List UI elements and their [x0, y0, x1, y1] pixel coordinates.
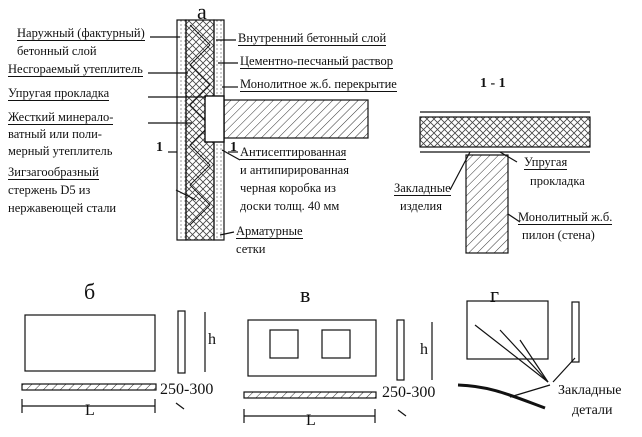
label-fireproof: Несгораемый утеплитель: [8, 62, 143, 77]
label-slab: Монолитное ж.б. перекрытие: [240, 77, 397, 92]
panel-b-face: [24, 314, 156, 372]
panel-g: [457, 300, 580, 410]
label-section-elastic-2: прокладка: [530, 174, 585, 188]
panel-v-bottom: [243, 391, 377, 399]
label-section-elastic-1: Упругая: [524, 155, 568, 170]
panel-letter-b: б: [84, 279, 96, 304]
label-inner-layer: Внутренний бетонный слой: [238, 31, 387, 46]
dim-h-v: h: [420, 341, 428, 358]
panel-v: [243, 319, 433, 423]
panel-b: [21, 310, 206, 413]
label-rigid-1: Жесткий минерало-: [8, 110, 114, 125]
label-antiseptic-4: доски толщ. 40 мм: [240, 199, 340, 213]
section-title: 1 - 1: [480, 76, 506, 91]
label-section-pylon-2: пилон (стена): [522, 228, 595, 242]
label-zigzag-3: нержавеющей стали: [8, 201, 117, 215]
black-box: [204, 95, 225, 143]
label-section-embedded-2: изделия: [400, 199, 442, 213]
panel-letter-v: в: [300, 282, 311, 307]
label-rigid-2: ватный или поли-: [8, 127, 102, 141]
label-rigid-3: мерный утеплитель: [8, 144, 113, 158]
label-antiseptic-1: Антисептированная: [240, 145, 347, 160]
section-panel: [419, 116, 591, 148]
label-antiseptic-2: и антипирированная: [240, 163, 349, 177]
label-zigzag-1: Зигзагообразный: [8, 165, 99, 180]
dim-L-b: L: [85, 402, 95, 419]
dim-thickness-b: 250-300: [160, 381, 214, 398]
label-rebar-2: сетки: [236, 242, 266, 256]
dim-L-v: L: [306, 412, 316, 429]
panel-g-side: [571, 301, 580, 363]
panel-letter-a: а: [197, 0, 207, 24]
panel-g-curved: [457, 383, 546, 410]
label-outer-layer-2: бетонный слой: [17, 44, 97, 58]
panel-v-side: [396, 319, 405, 381]
panel-b-bottom: [21, 383, 157, 391]
panel-v-face: [247, 319, 377, 377]
label-section-pylon-1: Монолитный ж.б.: [518, 210, 613, 225]
monolithic-slab: [223, 99, 369, 139]
panel-v-window-1: [269, 329, 299, 359]
label-section-embedded-1: Закладные: [394, 181, 451, 196]
label-rebar-1: Арматурные: [236, 224, 303, 239]
panel-letter-g: г: [490, 282, 500, 307]
label-embedded-details-2: детали: [572, 403, 613, 418]
dim-h-b: h: [208, 331, 216, 348]
panel-v-window-2: [321, 329, 351, 359]
section-marker-right: 1: [230, 140, 237, 155]
label-zigzag-2: стержень D5 из: [8, 183, 91, 197]
panel-g-face: [466, 300, 549, 360]
section-marker-left: 1: [156, 140, 163, 155]
label-outer-layer: Наружный (фактурный): [17, 26, 145, 41]
section-1-1: [419, 111, 591, 254]
label-elastic-gasket: Упругая прокладка: [8, 86, 110, 101]
label-antiseptic-3: черная коробка из: [240, 181, 336, 195]
detail-a: [148, 19, 369, 241]
pylon: [465, 154, 509, 254]
label-embedded-details-1: Закладные: [558, 383, 622, 398]
panel-b-side: [177, 310, 186, 374]
label-mortar: Цементно-песчаный раствор: [240, 54, 393, 69]
outer-concrete-layer: [176, 19, 187, 241]
dim-thickness-v: 250-300: [382, 384, 436, 401]
